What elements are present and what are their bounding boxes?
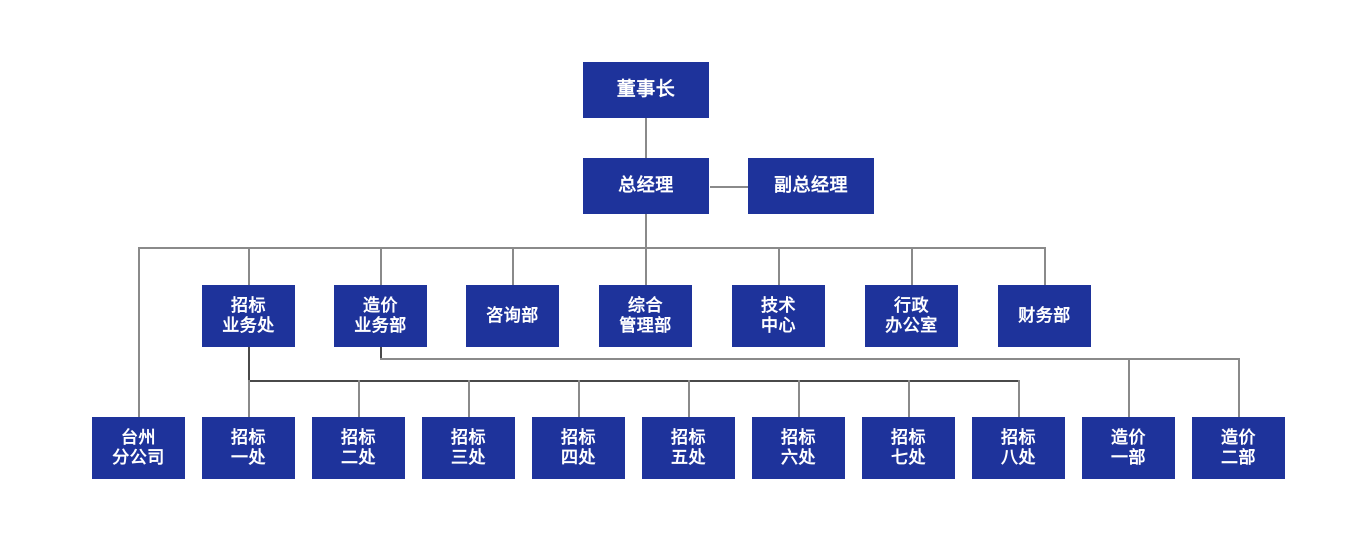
node-cost-1-line2: 一部 bbox=[1111, 448, 1146, 467]
node-bidding-6-line2: 六处 bbox=[781, 448, 816, 467]
connector-drop-finance bbox=[1044, 247, 1046, 285]
connector-bidding-drop bbox=[248, 347, 250, 382]
node-bidding-7-line2: 七处 bbox=[891, 448, 926, 467]
node-bidding-4-line1: 招标 bbox=[561, 427, 596, 447]
connector-drop-taizhou bbox=[138, 247, 140, 417]
node-dept-technology[interactable]: 技术 中心 bbox=[732, 285, 825, 347]
node-dept-bidding[interactable]: 招标 业务处 bbox=[202, 285, 295, 347]
node-dept-comprehensive-line1: 综合 bbox=[628, 295, 663, 315]
node-dept-admin-line2: 办公室 bbox=[885, 316, 938, 335]
node-bidding-3[interactable]: 招标 三处 bbox=[422, 417, 515, 479]
connector-drop-cost-1 bbox=[1128, 358, 1130, 417]
node-dept-bidding-line2: 业务处 bbox=[222, 316, 275, 335]
connector-drop-bidding bbox=[248, 247, 250, 285]
node-bidding-8-line1: 招标 bbox=[1001, 427, 1036, 447]
node-bidding-4-line2: 四处 bbox=[561, 448, 596, 467]
connector-drop-consulting bbox=[512, 247, 514, 285]
node-general-manager-line1: 总经理 bbox=[618, 175, 674, 196]
node-cost-1[interactable]: 造价 一部 bbox=[1082, 417, 1175, 479]
connector-drop-admin bbox=[911, 247, 913, 285]
node-dept-consulting-line1: 咨询部 bbox=[486, 305, 539, 325]
node-bidding-5-line1: 招标 bbox=[671, 427, 706, 447]
connector-drop-comprehensive bbox=[645, 247, 647, 285]
node-bidding-7-line1: 招标 bbox=[891, 427, 926, 447]
connector-drop-bidding-5 bbox=[688, 380, 690, 417]
node-dept-bidding-line1: 招标 bbox=[231, 295, 266, 315]
node-bidding-8[interactable]: 招标 八处 bbox=[972, 417, 1065, 479]
node-dept-admin-line1: 行政 bbox=[894, 295, 929, 315]
node-bidding-7[interactable]: 招标 七处 bbox=[862, 417, 955, 479]
node-chairman[interactable]: 董事长 bbox=[583, 62, 709, 118]
node-cost-2[interactable]: 造价 二部 bbox=[1192, 417, 1285, 479]
node-bidding-5[interactable]: 招标 五处 bbox=[642, 417, 735, 479]
node-bidding-3-line1: 招标 bbox=[451, 427, 486, 447]
connector-bidding-bus bbox=[248, 380, 1020, 382]
node-bidding-2-line2: 二处 bbox=[341, 448, 376, 467]
node-dept-cost-line1: 造价 bbox=[363, 295, 398, 315]
node-bidding-1[interactable]: 招标 一处 bbox=[202, 417, 295, 479]
node-bidding-6-line1: 招标 bbox=[781, 427, 816, 447]
node-general-manager[interactable]: 总经理 bbox=[583, 158, 709, 214]
node-dept-admin[interactable]: 行政 办公室 bbox=[865, 285, 958, 347]
node-dept-consulting[interactable]: 咨询部 bbox=[466, 285, 559, 347]
connector-cost-drop bbox=[380, 347, 382, 360]
node-dept-finance-line1: 财务部 bbox=[1018, 305, 1071, 325]
node-deputy-general-manager[interactable]: 副总经理 bbox=[748, 158, 874, 214]
node-dept-cost[interactable]: 造价 业务部 bbox=[334, 285, 427, 347]
node-chairman-line1: 董事长 bbox=[616, 78, 676, 100]
connector-drop-technology bbox=[778, 247, 780, 285]
node-dept-comprehensive-line2: 管理部 bbox=[619, 316, 672, 335]
node-deputy-general-manager-line1: 副总经理 bbox=[774, 175, 848, 196]
node-dept-technology-line2: 中心 bbox=[761, 316, 796, 335]
connector-drop-cost-2 bbox=[1238, 358, 1240, 417]
node-cost-2-line1: 造价 bbox=[1221, 427, 1256, 447]
connector-drop-bidding-1 bbox=[248, 380, 250, 417]
connector-cost-bus bbox=[380, 358, 1238, 360]
connector-drop-bidding-4 bbox=[578, 380, 580, 417]
connector-drop-bidding-2 bbox=[358, 380, 360, 417]
connector-chairman-to-gm bbox=[645, 118, 647, 158]
node-dept-cost-line2: 业务部 bbox=[354, 316, 407, 335]
node-bidding-2[interactable]: 招标 二处 bbox=[312, 417, 405, 479]
connector-drop-bidding-3 bbox=[468, 380, 470, 417]
node-dept-finance[interactable]: 财务部 bbox=[998, 285, 1091, 347]
node-bidding-2-line1: 招标 bbox=[341, 427, 376, 447]
connector-gm-to-deputy bbox=[710, 186, 748, 188]
node-bidding-3-line2: 三处 bbox=[451, 448, 486, 467]
connector-drop-bidding-8 bbox=[1018, 380, 1020, 417]
node-bidding-6[interactable]: 招标 六处 bbox=[752, 417, 845, 479]
connector-level3-bus bbox=[138, 247, 1046, 249]
node-bidding-1-line2: 一处 bbox=[231, 448, 266, 467]
connector-drop-bidding-6 bbox=[798, 380, 800, 417]
node-cost-2-line2: 二部 bbox=[1221, 448, 1256, 467]
node-branch-taizhou-line1: 台州 bbox=[121, 427, 156, 447]
node-bidding-1-line1: 招标 bbox=[231, 427, 266, 447]
node-bidding-4[interactable]: 招标 四处 bbox=[532, 417, 625, 479]
node-bidding-8-line2: 八处 bbox=[1001, 448, 1036, 467]
node-dept-technology-line1: 技术 bbox=[761, 295, 796, 315]
connector-drop-cost bbox=[380, 247, 382, 285]
node-cost-1-line1: 造价 bbox=[1111, 427, 1146, 447]
node-branch-taizhou[interactable]: 台州 分公司 bbox=[92, 417, 185, 479]
node-branch-taizhou-line2: 分公司 bbox=[112, 448, 165, 467]
node-bidding-5-line2: 五处 bbox=[671, 448, 706, 467]
connector-gm-drop bbox=[645, 214, 647, 247]
node-dept-comprehensive[interactable]: 综合 管理部 bbox=[599, 285, 692, 347]
connector-drop-bidding-7 bbox=[908, 380, 910, 417]
